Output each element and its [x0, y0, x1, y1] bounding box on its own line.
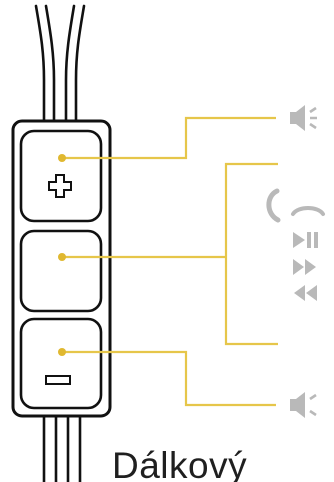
callout-dot-center [58, 253, 66, 261]
callout-volume-up [62, 116, 276, 160]
lower-cable [42, 416, 82, 482]
end-call-icon [291, 206, 325, 216]
plus-icon [48, 174, 72, 198]
fast-forward-icon [293, 259, 316, 275]
upper-cable [34, 4, 86, 126]
speaker-volume-icon [290, 105, 317, 131]
play-pause-icon [293, 232, 318, 248]
volume-down-button[interactable] [19, 317, 103, 410]
caption-text: Dálkový [112, 445, 248, 482]
answer-call-icon [266, 188, 281, 223]
minus-icon [45, 375, 71, 385]
callout-lines [62, 116, 278, 407]
callout-dot-volume-down [58, 348, 66, 356]
callout-center-bracket [224, 162, 278, 346]
callout-dot-volume-up [58, 154, 66, 162]
callout-dots [58, 154, 66, 356]
rewind-icon [294, 285, 317, 301]
speaker-volume-icon [290, 392, 317, 418]
callout-volume-down [62, 350, 276, 407]
volume-up-button[interactable] [19, 129, 103, 223]
center-button[interactable] [19, 229, 103, 313]
